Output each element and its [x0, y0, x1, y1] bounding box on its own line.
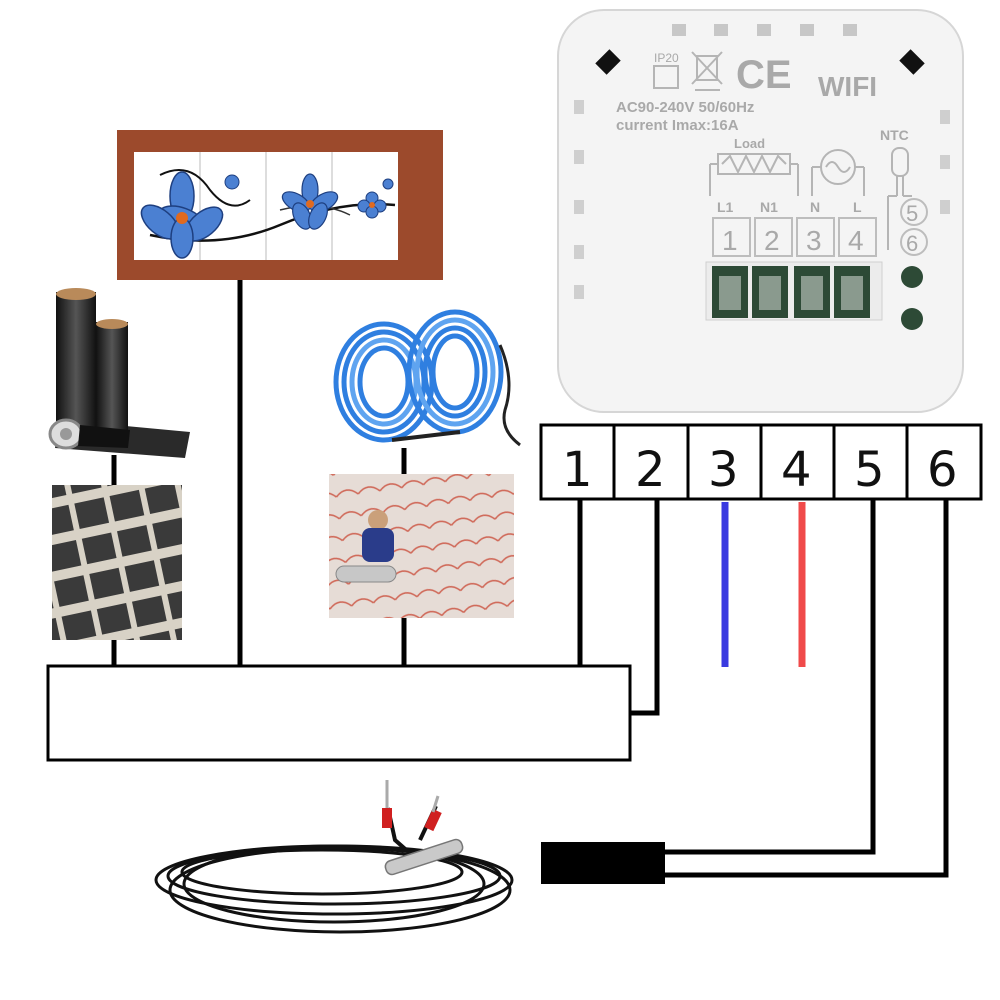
device-terminal-4: 4 — [848, 225, 864, 256]
ip-rating-label: IP20 — [654, 51, 679, 65]
top-vents — [672, 24, 857, 36]
load-label: Load — [734, 136, 765, 151]
strip-terminal-4: 4 — [781, 442, 812, 498]
terminal-label-l1: L1 — [717, 199, 734, 215]
ntc-terminal-6: 6 — [906, 231, 918, 256]
wires — [111, 280, 949, 878]
strip-terminal-6: 6 — [927, 442, 958, 498]
ntc-terminal-circle-6 — [900, 228, 928, 256]
thermostat-device: IP20 CE WIFI AC90-240V 50/60Hz current I… — [557, 9, 964, 413]
flower-icon — [357, 191, 387, 219]
strip-terminal-5: 5 — [854, 442, 885, 498]
corner-clip-right — [899, 49, 925, 75]
heating-film-rolls-image — [48, 288, 190, 458]
spec-current-label: current Imax:16A — [616, 117, 739, 134]
ntc-screw-5 — [901, 266, 923, 288]
worker-head-icon — [368, 510, 388, 530]
wifi-label: WIFI — [818, 71, 877, 102]
ntc-terminal-circle-5 — [900, 198, 928, 226]
flower-icon — [281, 173, 339, 230]
device-terminal-3: 3 — [806, 225, 822, 256]
screw-terminal-block — [705, 261, 883, 321]
device-terminal-boxes — [712, 217, 877, 257]
corner-clip-left — [595, 49, 621, 75]
wire-terminal-6 — [664, 499, 949, 878]
device-terminal-2: 2 — [764, 225, 780, 256]
heating-film-floor-image — [52, 485, 182, 640]
sensor-ferrule-red — [424, 808, 442, 832]
ip-rating-box — [653, 65, 679, 89]
sensor-probe-tip — [384, 838, 464, 876]
device-terminal-1: 1 — [722, 225, 738, 256]
strip-terminal-1: 1 — [562, 442, 593, 498]
sensor-ferrule-red — [382, 808, 392, 828]
wire-terminal-5 — [664, 499, 876, 855]
terminal-label-l: L — [853, 199, 862, 215]
ntc-sensor-plug — [541, 842, 665, 884]
wire-terminal-2 — [630, 499, 660, 716]
terminal-label-n1: N1 — [760, 199, 778, 215]
ntc-screw-6 — [901, 308, 923, 330]
load-symbol — [709, 153, 799, 196]
tile-floor-image — [117, 130, 443, 280]
ac-source-icon — [811, 149, 865, 196]
strip-terminal-2: 2 — [635, 442, 666, 498]
strip-terminal-3: 3 — [708, 442, 739, 498]
weee-bin-icon — [691, 51, 723, 91]
side-vents — [574, 100, 950, 299]
ntc-terminal-5: 5 — [906, 201, 918, 226]
heating-cable-coil-image — [333, 309, 521, 447]
terminal-label-n: N — [810, 199, 820, 215]
terminal-strip: 1 2 3 4 5 6 — [539, 423, 983, 501]
ntc-label: NTC — [880, 127, 909, 143]
ntc-sensor-probe-image — [154, 805, 514, 934]
load-bus-box — [46, 664, 632, 762]
sensor-pin — [431, 795, 440, 813]
ce-mark: CE — [736, 53, 792, 97]
ntc-probe-icon — [887, 147, 912, 250]
spec-voltage-label: AC90-240V 50/60Hz — [616, 99, 754, 116]
heating-cable-floor-image — [329, 474, 514, 618]
